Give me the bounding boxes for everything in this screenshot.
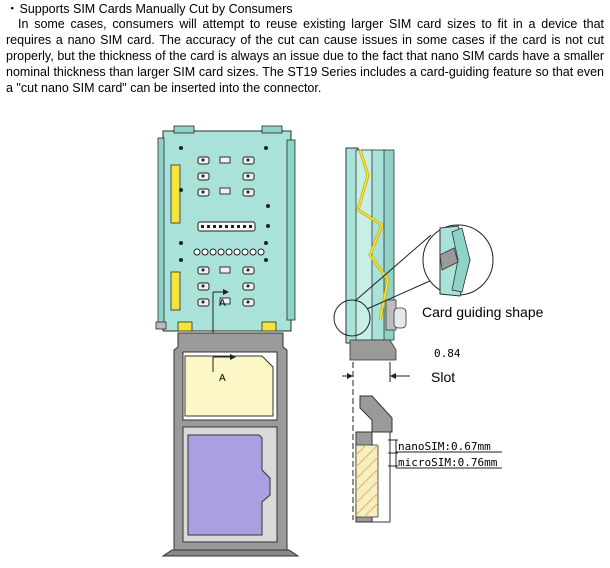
card-guiding-label: Card guiding shape xyxy=(422,304,544,320)
dimension-value: 0.84 xyxy=(434,347,461,360)
nano-sim-thickness: nanoSIM:0.67mm xyxy=(398,440,491,453)
sim-tray xyxy=(161,332,300,557)
dimension-slot xyxy=(342,362,410,520)
section-heading: ・ Supports SIM Cards Manually Cut by Con… xyxy=(6,1,293,17)
body-paragraph: In some cases, consumers will attempt to… xyxy=(6,17,604,95)
card-guide-zoom xyxy=(354,224,494,310)
slot-section xyxy=(355,395,502,523)
heading-text: Supports SIM Cards Manually Cut by Consu… xyxy=(19,2,293,16)
connector-top-view xyxy=(155,125,296,357)
micro-sim-thickness: microSIM:0.76mm xyxy=(398,456,498,469)
cross-section-view xyxy=(333,147,407,361)
section-mark-bottom: A xyxy=(219,373,226,384)
bullet-mark: ・ xyxy=(6,2,19,16)
slot-label: Slot xyxy=(431,369,455,385)
section-mark-top: A xyxy=(219,298,226,309)
